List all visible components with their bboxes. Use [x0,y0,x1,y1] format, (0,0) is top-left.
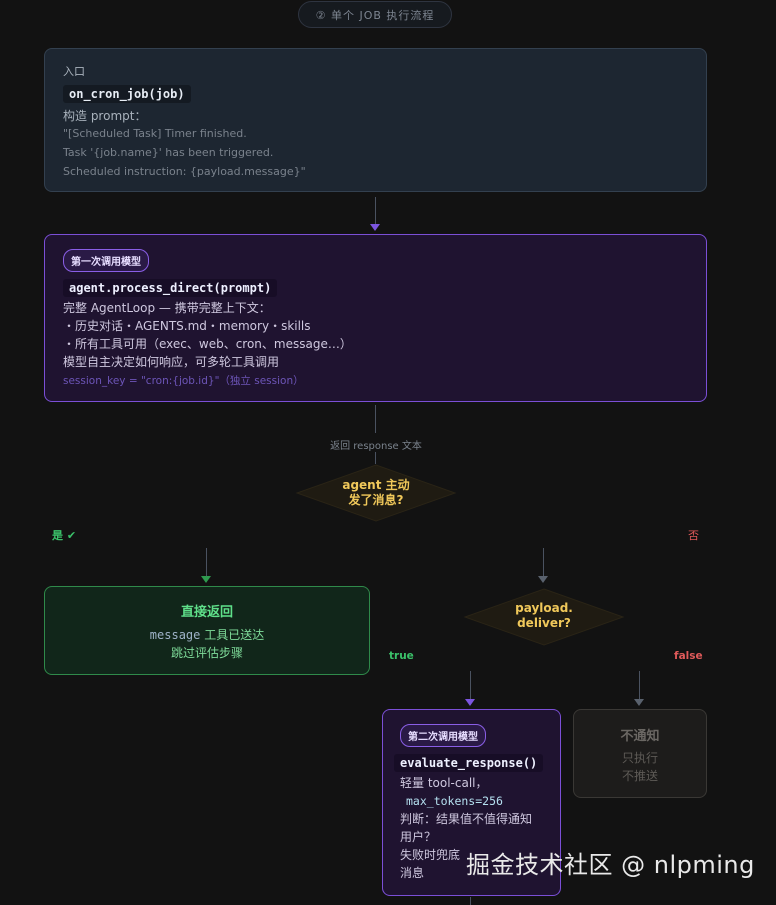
no-notify-node: 不通知 只执行 不推送 [573,709,707,798]
direct-return-title: 直接返回 [180,605,233,620]
connector-line [639,671,640,699]
second-call-tag: 第二次调用模型 [400,724,486,747]
connector-line [375,197,376,225]
direct-return-code: message [149,628,201,642]
decision-agent-sent-message: agent 主动 发了消息? [295,463,457,523]
entry-line: Scheduled instruction: {payload.message}… [63,165,306,178]
entry-label: 入口 [63,65,85,78]
branch-true-label: true [389,650,414,662]
decision2-line1: payload. [515,601,573,615]
connector-line [206,548,207,576]
flow-title-text: ② 单个 JOB 执行流程 [315,8,435,22]
arrowhead [370,224,380,231]
first-call-tag: 第一次调用模型 [63,249,149,272]
first-model-call-node: 第一次调用模型 agent.process_direct(prompt) 完整 … [44,234,707,402]
no-notify-title: 不通知 [620,729,660,744]
no-notify-line2: 不推送 [621,769,658,783]
second-call-line5: 消息 [400,866,425,880]
connector-line [470,671,471,699]
decision-payload-deliver: payload. deliver? [463,587,625,647]
flow-title: ② 单个 JOB 执行流程 [298,1,452,28]
second-call-code: evaluate_response() [394,754,544,772]
decision1-line1: agent 主动 [342,478,410,492]
decision1-line2: 发了消息? [348,493,404,507]
no-notify-line1: 只执行 [621,751,658,765]
second-model-call-node: 第二次调用模型 evaluate_response() 轻量 tool-call… [382,709,561,896]
entry-node: 入口 on_cron_job(job) 构造 prompt： "[Schedul… [44,48,707,192]
branch-false-label: false [674,650,703,662]
arrowhead [201,576,211,583]
second-call-code2: max_tokens=256 [406,794,503,808]
decision2-line2: deliver? [517,616,571,630]
entry-prompt-label: 构造 prompt： [63,109,147,123]
session-note: session_key = "cron:{job.id}"（独立 session… [63,375,304,387]
direct-return-line2: 跳过评估步骤 [170,646,243,660]
first-call-line: ・所有工具可用（exec、web、cron、message…） [63,337,352,351]
edge-label-response: 返回 response 文本 [330,441,422,452]
branch-yes-label: 是 ✔ [52,529,77,542]
first-call-code: agent.process_direct(prompt) [63,279,278,297]
entry-code: on_cron_job(job) [63,85,191,103]
connector-line [375,452,376,464]
first-call-line: 完整 AgentLoop — 携带完整上下文： [63,301,271,315]
second-call-line4: 失败时兜底 [400,848,461,862]
connector-line [543,548,544,576]
branch-no-label: 否 [688,529,699,542]
second-call-line2: 判断：结果值不值得通知 [400,812,533,826]
arrowhead [634,699,644,706]
connector-line [375,405,376,433]
entry-line: "[Scheduled Task] Timer finished. [63,127,247,140]
first-call-line: 模型自主决定如何响应，可多轮工具调用 [63,355,280,369]
diamond-shape [295,464,457,522]
second-call-line3: 用户？ [400,830,437,844]
direct-return-node: 直接返回 message 工具已送达 跳过评估步骤 [44,586,370,675]
entry-line: Task '{job.name}' has been triggered. [63,146,274,159]
watermark: 掘金技术社区 @ nlpming [466,851,755,879]
diamond-shape [463,588,625,646]
arrowhead [538,576,548,583]
direct-return-line1: 工具已送达 [200,628,265,642]
arrowhead [465,699,475,706]
second-call-line1: 轻量 tool-call， [400,776,488,790]
first-call-line: ・历史对话・AGENTS.md・memory・skills [63,319,311,333]
connector-line [470,897,471,905]
